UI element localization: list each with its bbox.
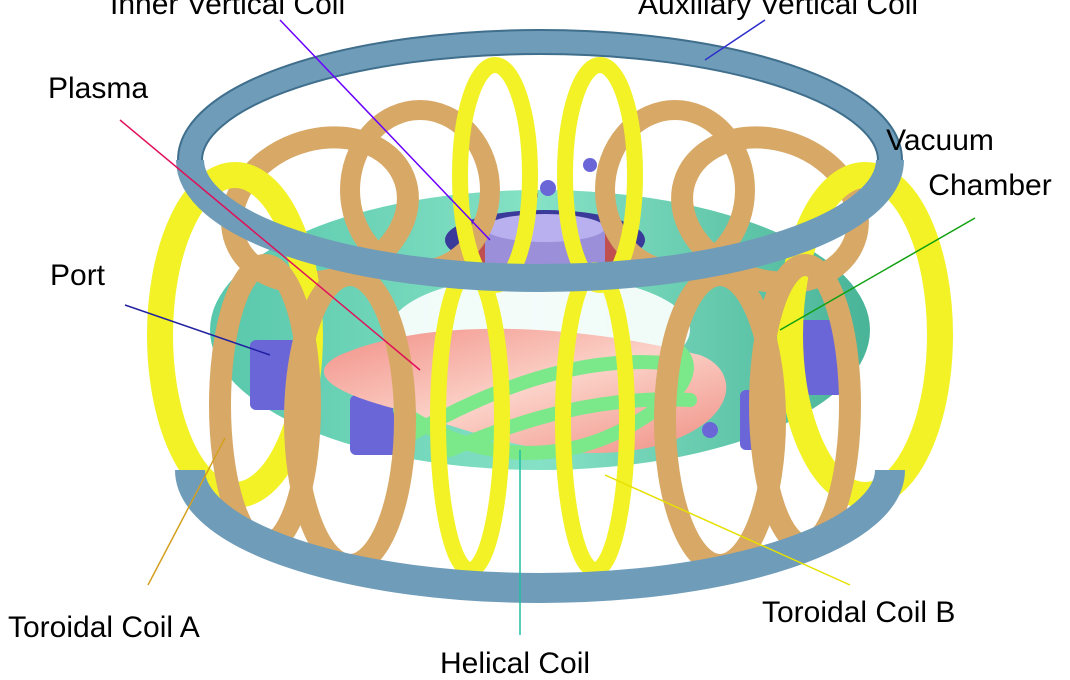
label-port: Port — [50, 259, 106, 292]
label-plasma: Plasma — [48, 72, 148, 105]
label-toroidal-coil-a: Toroidal Coil A — [8, 611, 200, 644]
label-auxiliary-vertical-coil: Auxiliary Vertical Coil — [638, 0, 918, 21]
label-inner-vertical-coil: Inner Vertical Coil — [110, 0, 345, 21]
label-vacuum-chamber-line1: Vacuum — [886, 124, 994, 157]
label-helical-coil: Helical Coil — [440, 647, 590, 680]
label-vacuum-chamber-line2: Chamber — [928, 169, 1051, 202]
label-toroidal-coil-b: Toroidal Coil B — [762, 596, 955, 629]
